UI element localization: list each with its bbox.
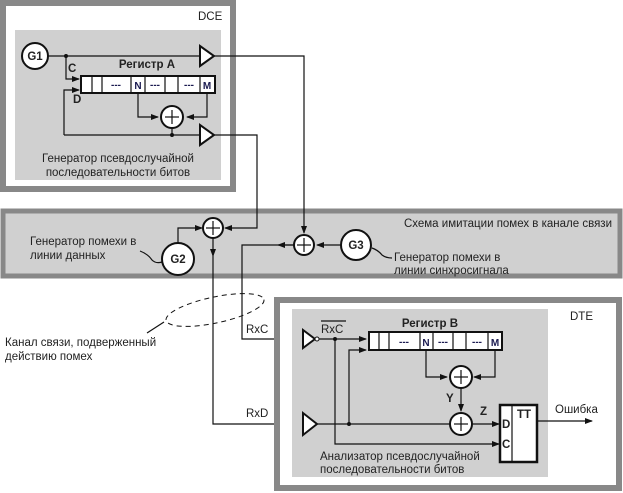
ff-title: TT xyxy=(517,409,531,421)
data-input-label: D xyxy=(73,94,81,106)
g1-label: G1 xyxy=(27,51,43,63)
dce-block: DCE G1 C D Регистр А --- N --- --- xyxy=(0,0,236,192)
data-buffer-icon xyxy=(199,123,216,147)
channel-caption-1: Канал связи, подверженный xyxy=(5,337,156,349)
noise-simulation-block: Схема имитации помех в канале связи Гене… xyxy=(0,208,623,279)
dce-inner-panel xyxy=(15,30,221,180)
flip-flop-tt: D C TT xyxy=(498,403,539,464)
y-label: Y xyxy=(446,393,454,405)
g3-caption-1: Генератор помехи в xyxy=(394,252,500,264)
dte-caption-2: последовательности битов xyxy=(320,464,464,476)
noise-frame xyxy=(0,208,623,279)
error-output-label: Ошибка xyxy=(555,404,598,416)
g2-caption-1: Генератор помехи в xyxy=(30,236,136,248)
ff-d-label: D xyxy=(502,419,510,431)
register-b-cell: --- xyxy=(438,337,448,348)
z-label: Z xyxy=(480,406,487,418)
rxd-label: RxD xyxy=(246,408,268,420)
register-a-cell: --- xyxy=(111,80,121,91)
register-b-cell-m: M xyxy=(491,338,499,349)
rxc-label: RxC xyxy=(246,324,268,336)
clock-buffer-icon xyxy=(199,44,216,68)
rxc-inverted-label: RxC xyxy=(321,324,343,336)
register-a-cell: --- xyxy=(184,80,194,91)
dce-title: DCE xyxy=(198,11,223,23)
dte-block: DTE RxC Регистр В --- N --- --- M xyxy=(274,297,622,491)
g2-label: G2 xyxy=(170,254,185,266)
register-b-cell: --- xyxy=(399,337,409,348)
g3-label: G3 xyxy=(348,240,363,252)
register-a: --- N --- --- M xyxy=(80,75,216,94)
dce-caption-2: последовательности битов xyxy=(46,167,190,179)
register-b: --- N --- --- M xyxy=(368,331,503,351)
g2-caption-2: линии данных xyxy=(30,250,106,262)
register-b-title: Регистр В xyxy=(402,318,458,330)
dce-caption-1: Генератор псевдослучайной xyxy=(42,153,194,165)
rxc-buffer-icon xyxy=(302,328,317,350)
channel-wires: Канал связи, подверженный действию помех… xyxy=(5,55,307,425)
register-a-cell: --- xyxy=(150,80,160,91)
dte-title: DTE xyxy=(570,311,593,323)
register-b-cell: --- xyxy=(472,337,482,348)
rxd-buffer-icon xyxy=(302,410,319,438)
ff-c-label: C xyxy=(502,439,510,451)
channel-ellipse xyxy=(165,293,265,327)
register-a-cell-m: M xyxy=(203,81,211,92)
clock-input-label: C xyxy=(68,63,76,75)
register-b-cell-n: N xyxy=(422,338,429,349)
g3-caption-2: линии синхросигнала xyxy=(394,265,509,277)
register-a-cell-n: N xyxy=(134,81,141,92)
channel-caption-2: действию помех xyxy=(5,351,93,363)
dte-caption-1: Анализатор псевдослучайной xyxy=(320,451,480,463)
noise-title: Схема имитации помех в канале связи xyxy=(404,218,612,230)
register-a-title: Регистр А xyxy=(119,59,175,71)
